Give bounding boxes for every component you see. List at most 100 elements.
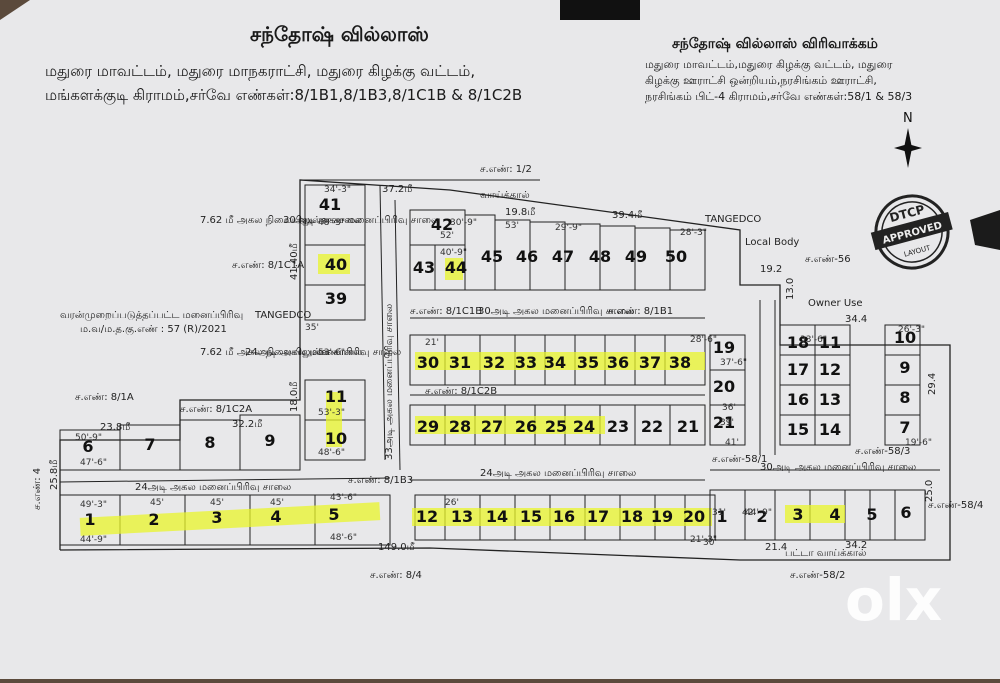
plot-34[interactable]: 34 [544,353,566,372]
plot-17[interactable]: 17 [587,507,609,526]
plot-36[interactable]: 36 [607,353,629,372]
ext-plot-11[interactable]: 11 [819,333,841,352]
label-road-30-top: 30அடி அகல மனைப்பிரிவு சாலை [283,215,439,226]
plot-32[interactable]: 32 [483,353,505,372]
plot-10[interactable]: 10 [325,429,347,448]
plot-8[interactable]: 8 [204,433,215,452]
ext-plot-9[interactable]: 9 [899,358,910,377]
highlight-10-11 [326,392,342,447]
label-sn-58-3: ச.எண்-58/3 [855,446,910,457]
ext-plot-6[interactable]: 6 [900,503,911,522]
plot-24[interactable]: 24 [573,417,595,436]
plot-39[interactable]: 39 [325,289,347,308]
plot-18[interactable]: 18 [621,507,643,526]
dimension-11: 53'-6" [318,348,345,358]
plot-20[interactable]: 20 [683,507,705,526]
plot-4[interactable]: 4 [270,507,281,526]
label-sn-8-4: ச.எண்: 8/4 [370,570,422,581]
plot-3[interactable]: 3 [211,508,222,527]
plot-29[interactable]: 29 [417,417,439,436]
ext-plot-18[interactable]: 18 [787,333,809,352]
len-29-4: 29.4 [927,373,938,395]
plot-5[interactable]: 5 [328,505,339,524]
plot-19[interactable]: 19 [651,507,673,526]
plot-46[interactable]: 46 [516,247,538,266]
plot-43[interactable]: 43 [413,258,435,277]
ext-plot-15[interactable]: 15 [787,420,809,439]
len-19: 19.8மீ [505,207,535,218]
ext-plot-1[interactable]: 1 [716,507,727,526]
ext-plot-21[interactable]: 21 [713,413,735,432]
ext-plot-2[interactable]: 2 [756,507,767,526]
ext-plot-7[interactable]: 7 [899,418,910,437]
plot-26[interactable]: 26 [515,417,537,436]
plot-13[interactable]: 13 [451,507,473,526]
plot-25[interactable]: 25 [545,417,567,436]
dimension-26: 37'-6" [720,358,747,368]
plot-42[interactable]: 42 [431,215,453,234]
ext-plot-3[interactable]: 3 [792,505,803,524]
plot-15[interactable]: 15 [520,507,542,526]
plot-14[interactable]: 14 [486,507,508,526]
dimension-10: 53'-3" [318,408,345,418]
plot-44[interactable]: 44 [445,258,467,277]
label-sn-1-2: ச.எண்: 1/2 [480,164,532,175]
dimension-23: 33'-6" [800,335,827,345]
ext-plot-16[interactable]: 16 [787,390,809,409]
dimension-14: 21' [425,338,439,348]
plot-28[interactable]: 28 [449,417,471,436]
phone-object [560,0,640,20]
plot-37[interactable]: 37 [639,353,661,372]
plot-11[interactable]: 11 [325,387,347,406]
plot-49[interactable]: 49 [625,247,647,266]
dimension-20: 28'-3" [680,228,707,238]
len-34-2: 34.2 [845,540,867,551]
plot-38[interactable]: 38 [669,353,691,372]
plot-1[interactable]: 1 [84,510,95,529]
plot-31[interactable]: 31 [449,353,471,372]
plot-47[interactable]: 47 [552,247,574,266]
plot-2[interactable]: 2 [148,510,159,529]
ext-plot-17[interactable]: 17 [787,360,809,379]
dimension-21: 40'-9" [440,248,467,258]
ext-plot-20[interactable]: 20 [713,377,735,396]
ext-plot-14[interactable]: 14 [819,420,841,439]
plot-45[interactable]: 45 [481,247,503,266]
plot-50[interactable]: 50 [665,247,687,266]
plot-6[interactable]: 6 [82,437,93,456]
plot-30[interactable]: 30 [417,353,439,372]
plot-22[interactable]: 22 [641,417,663,436]
label-existing-road-2: 7.62 மீ அகல நிலையிலுள்ள சாலை [200,347,362,358]
dimension-12: 48'-3" [318,218,345,228]
plot-48[interactable]: 48 [589,247,611,266]
plot-27[interactable]: 27 [481,417,503,436]
plot-12[interactable]: 12 [416,507,438,526]
ext-plot-13[interactable]: 13 [819,390,841,409]
label-road-24-a: 24அடி அகல மனைப்பிரிவு சாலை [135,482,291,493]
ext-plot-5[interactable]: 5 [866,505,877,524]
label-tangedco-1: TANGEDCO [704,214,761,225]
plot-41[interactable]: 41 [319,195,341,214]
dimension-22: 39' [720,418,734,428]
label-sn-8-1b1: ச.எண்: 8/1B1 [608,306,673,317]
ext-plot-8[interactable]: 8 [899,388,910,407]
plot-33[interactable]: 33 [515,353,537,372]
dimension-33: 53' [505,221,519,231]
ext-plot-10[interactable]: 10 [894,328,916,347]
len-13: 13.0 [785,278,796,300]
label-road-24-c: 24அடி அகல மனைப்பிரிவு சாலை [245,347,401,358]
label-sn-58-4: ச.எண்-58/4 [928,500,983,511]
plot-16[interactable]: 16 [553,507,575,526]
ext-plot-12[interactable]: 12 [819,360,841,379]
ext-plot-19[interactable]: 19 [713,338,735,357]
plot-40[interactable]: 40 [325,255,347,274]
plot-35[interactable]: 35 [577,353,599,372]
plot-21[interactable]: 21 [677,417,699,436]
plot-9[interactable]: 9 [264,431,275,450]
dimension-4: 43'-6" [330,493,357,503]
address-main-line-2: மங்களக்குடி கிராமம்,சர்வே எண்கள்:8/1B1,8… [45,86,523,104]
ext-plot-4[interactable]: 4 [829,505,840,524]
plot-7[interactable]: 7 [144,435,155,454]
plot-23[interactable]: 23 [607,417,629,436]
